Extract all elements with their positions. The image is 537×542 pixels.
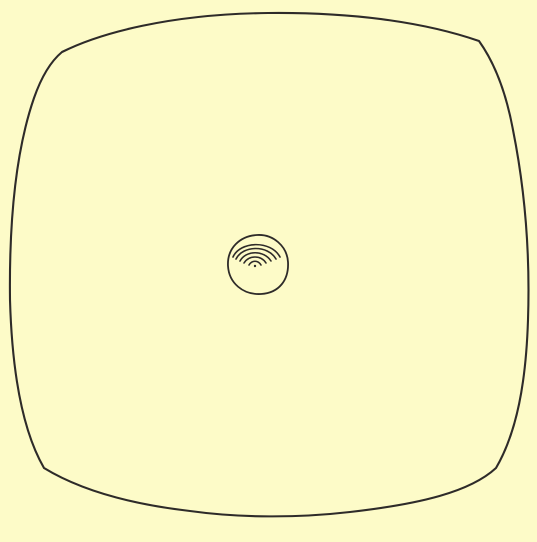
center-dot [254, 265, 256, 267]
